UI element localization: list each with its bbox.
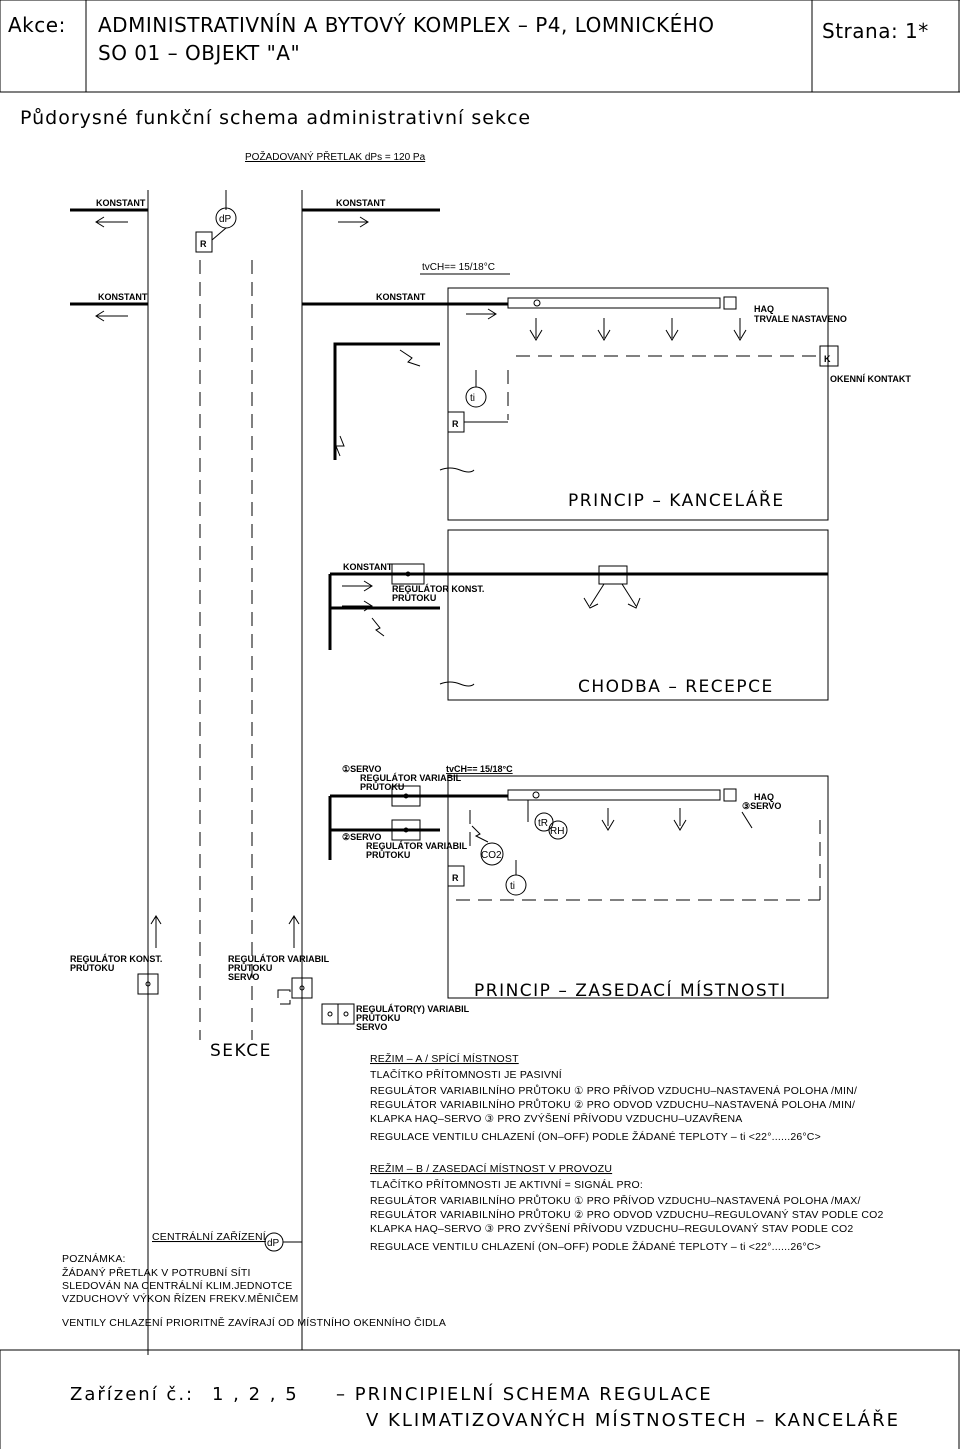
footer-label: Zařízení č.: — [70, 1384, 194, 1405]
r-label-3: R — [452, 873, 459, 883]
konstant-label-4: KONSTANT — [376, 292, 426, 302]
trvale-label: TRVALE NASTAVENO — [754, 314, 847, 324]
project-line2: SO 01 – OBJEKT "A" — [98, 41, 300, 65]
flow-arrow-right-icon — [466, 308, 497, 320]
mode-b-line2: REGULÁTOR VARIABILNÍHO PRŮTOKU ① PRO PŘÍ… — [370, 1194, 861, 1207]
note-line1: ŽÁDANÝ PŘETLAK V POTRUBNÍ SÍTI — [62, 1266, 251, 1279]
header-block: Akce: ADMINISTRATIVNÍN A BYTOVÝ KOMPLEX … — [0, 0, 960, 93]
mode-b-line3: REGULÁTOR VARIABILNÍHO PRŮTOKU ② PRO ODV… — [370, 1208, 884, 1221]
dp-label: dP — [219, 214, 232, 225]
temp-sensor-icon — [465, 386, 487, 408]
air-outlet — [598, 565, 628, 585]
main-shaft — [147, 190, 303, 1355]
central-unit-block: CENTRÁLNÍ ZAŘÍZENÍ dP POZNÁMKA: ŽÁDANÝ P… — [62, 1230, 446, 1329]
diffuser-unit — [507, 297, 721, 309]
humidity-sensor-icon — [548, 820, 568, 840]
mode-a-line0: REŽIM – A / SPÍCÍ MÍSTNOST — [370, 1052, 519, 1065]
regulator-variabil-3: REGULÁTOR VARIABIL — [228, 954, 330, 964]
mode-b-line5: REGULACE VENTILU CHLAZENÍ (ON–OFF) PODLE… — [370, 1240, 821, 1253]
mode-a-line2: REGULÁTOR VARIABILNÍHO PRŮTOKU ① PRO PŘÍ… — [370, 1084, 857, 1097]
page-label: Strana: 1* — [822, 19, 929, 43]
tvch-top: tvCH== 15/18°C — [422, 262, 495, 273]
rh-label: RH — [550, 826, 564, 837]
servo1-label: ①SERVO — [342, 764, 381, 774]
centralni-label: CENTRÁLNÍ ZAŘÍZENÍ — [152, 1230, 266, 1243]
co2-label: CO2 — [481, 850, 502, 861]
footer-title-1: – PRINCIPIELNÍ SCHEMA REGULACE — [336, 1383, 713, 1405]
note-line0: POZNÁMKA: — [62, 1252, 126, 1265]
r-label-1: R — [200, 239, 207, 249]
regulator-variabil-2: REGULÁTOR VARIABIL — [366, 841, 468, 851]
mode-a-line4: KLAPKA HAQ–SERVO ③ PRO ZVÝŠENÍ PŘÍVODU V… — [370, 1112, 742, 1125]
mode-b-line1: TLAČÍTKO PŘÍTOMNOSTI JE AKTIVNÍ = SIGNÁL… — [370, 1178, 643, 1191]
okenni-label: OKENNÍ KONTAKT — [830, 374, 911, 384]
temp-sensor-icon-2 — [505, 874, 527, 896]
mode-a-block: REŽIM – A / SPÍCÍ MÍSTNOST TLAČÍTKO PŘÍT… — [370, 1052, 857, 1143]
regulator-konst-label-1: REGULÁTOR KONST. — [392, 584, 484, 594]
servo-label-1: SERVO — [228, 972, 259, 982]
footer-numbers: 1 , 2 , 5 — [212, 1384, 299, 1405]
servo3-label: ③SERVO — [742, 801, 781, 811]
prutoku-label-5: PRŮTOKU — [228, 962, 272, 973]
mode-a-line5: REGULACE VENTILU CHLAZENÍ (ON–OFF) PODLE… — [370, 1130, 821, 1143]
regulator-y-label: REGULÁTOR(Y) VARIABIL — [356, 1004, 470, 1014]
mode-a-line3: REGULÁTOR VARIABILNÍHO PRŮTOKU ② PRO ODV… — [370, 1098, 855, 1111]
regulator-box — [195, 231, 213, 253]
room-chodba: KONSTANT REGULÁTOR KONST. PRŮTOKU CHODBA… — [328, 529, 829, 701]
regulator-variabil-1: REGULÁTOR VARIABIL — [360, 773, 462, 783]
diagram-title: Půdorysné funkční schema administrativní… — [20, 107, 531, 129]
konstant-label-5: KONSTANT — [343, 562, 393, 572]
prutoku-label-6: PRŮTOKU — [356, 1012, 400, 1023]
return-duct-1 — [333, 342, 440, 460]
konstant-label-2: KONSTANT — [336, 198, 386, 208]
servo2-label: ②SERVO — [342, 832, 381, 842]
ti-label-1: ti — [470, 393, 475, 404]
tvch-mid: tvCH== 15/18°C — [446, 764, 513, 774]
footer-title-2: V KLIMATIZOVANÝCH MÍSTNOSTECH – KANCELÁŘ… — [366, 1409, 900, 1431]
tr-label: tR — [538, 818, 548, 829]
co2-sensor-icon — [480, 842, 504, 866]
branch-top: KONSTANT KONSTANT KONSTANT KONSTANT dP R… — [70, 190, 510, 322]
sekce-label: SEKCE — [210, 1041, 272, 1061]
cooling-note: VENTILY CHLAZENÍ PRIORITNĚ ZAVÍRAJÍ OD M… — [62, 1316, 446, 1329]
r-label-2: R — [452, 419, 459, 429]
room-kancelare: HAQ TRVALE NASTAVENO K OKENNÍ KONTAKT ti… — [439, 287, 911, 521]
prutoku-label-4: PRŮTOKU — [70, 962, 114, 973]
room-zasedaci-label: PRINCIP – ZASEDACÍ MÍSTNOSTI — [474, 979, 787, 1001]
flow-arrow-left-icon — [95, 310, 128, 322]
haq-label: HAQ — [754, 304, 774, 314]
project-line1: ADMINISTRATIVNÍN A BYTOVÝ KOMPLEX – P4, … — [98, 13, 715, 37]
mode-a-line1: TLAČÍTKO PŘÍTOMNOSTI JE PASIVNÍ — [370, 1068, 562, 1081]
prutoku-label-1: PRŮTOKU — [392, 592, 436, 603]
window-contact-box — [819, 345, 839, 367]
konstant-label-3: KONSTANT — [98, 292, 148, 302]
mode-b-line0: REŽIM – B / ZASEDACÍ MÍSTNOST V PROVOZU — [370, 1162, 612, 1175]
room-chodba-label: CHODBA – RECEPCE — [578, 677, 774, 697]
dp-label-2: dP — [267, 1238, 280, 1249]
note-line3: VZDUCHOVÝ VÝKON ŘÍZEN FREKV.MĚNIČEM — [62, 1292, 298, 1305]
diffuser-unit-2 — [507, 789, 721, 801]
mode-b-line4: KLAPKA HAQ–SERVO ③ PRO ZVÝŠENÍ PŘÍVODU V… — [370, 1222, 853, 1235]
footer-block: Zařízení č.: 1 , 2 , 5 – PRINCIPIELNÍ SC… — [0, 1349, 960, 1449]
k-label: K — [824, 354, 831, 364]
regulator-konst-label-2: REGULÁTOR KONST. — [70, 954, 162, 964]
flow-arrow-right-icon — [338, 216, 369, 228]
flow-arrow-left-icon — [95, 216, 128, 228]
prutoku-label-3: PRŮTOKU — [366, 849, 410, 860]
mode-b-block: REŽIM – B / ZASEDACÍ MÍSTNOST V PROVOZU … — [370, 1162, 884, 1253]
akce-label: Akce: — [8, 13, 66, 37]
shaft-regulators: REGULÁTOR KONST. PRŮTOKU REGULÁTOR VARIA… — [70, 915, 470, 1061]
ti-label-2: ti — [510, 881, 515, 892]
room-zasedaci: ①SERVO REGULÁTOR VARIABIL PRŮTOKU tvCH==… — [328, 764, 829, 1001]
room-kancelare-label: PRINCIP – KANCELÁŘE — [568, 489, 785, 511]
pressure-note: POŽADOVANÝ PŘETLAK dPs = 120 Pa — [245, 150, 426, 163]
haq-label-2: HAQ — [754, 792, 774, 802]
servo-label-2: SERVO — [356, 1022, 387, 1032]
konstant-label-1: KONSTANT — [96, 198, 146, 208]
note-line2: SLEDOVÁN NA CENTRÁLNÍ KLIM.JEDNOTCE — [62, 1279, 292, 1292]
prutoku-label-2: PRŮTOKU — [360, 781, 404, 792]
